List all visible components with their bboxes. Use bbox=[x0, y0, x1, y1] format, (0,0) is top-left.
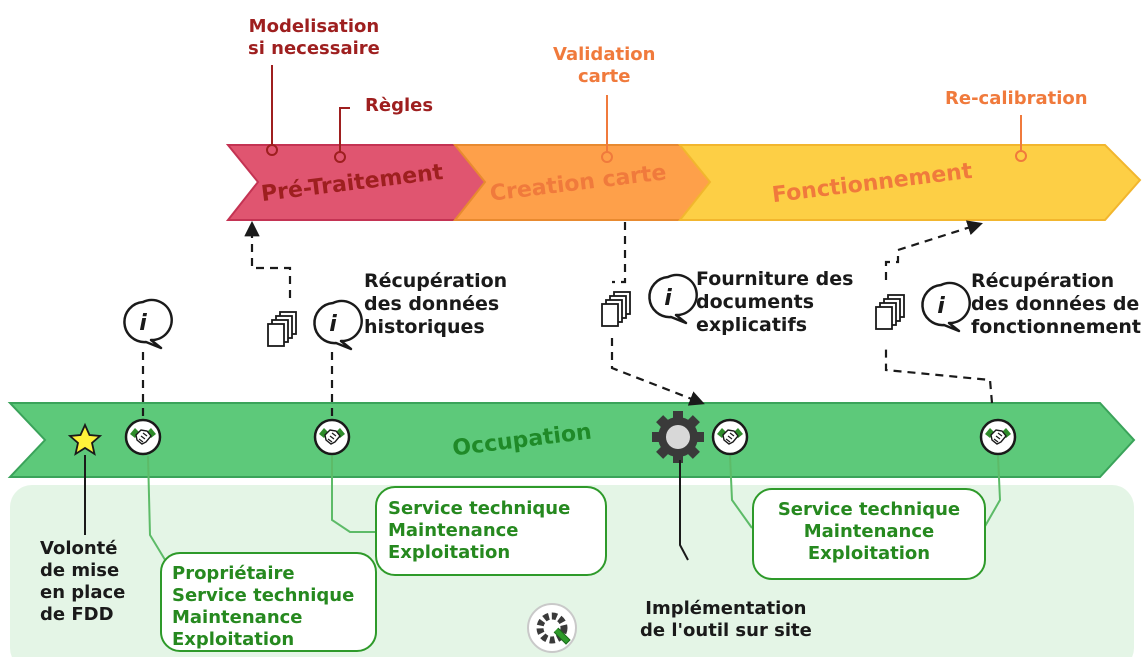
implementation-connector bbox=[679, 460, 689, 561]
tools-icon bbox=[527, 603, 577, 653]
stakeholder-box-1: Propriétaire Service technique Maintenan… bbox=[160, 552, 377, 652]
documents-icon bbox=[875, 294, 905, 330]
volonte-label: Volonté de mise en place de FDD bbox=[40, 538, 126, 625]
implementation-label: Implémentation de l'outil sur site bbox=[640, 598, 812, 641]
info-bubble-icon bbox=[648, 273, 698, 325]
historiques-to-pretraitement-arrow bbox=[244, 220, 292, 298]
regles-connector bbox=[339, 107, 350, 153]
stakeholder-box-2: Service technique Maintenance Exploitati… bbox=[375, 486, 607, 576]
fonctionnement-info-label: Récupération des données de fonctionneme… bbox=[971, 270, 1141, 339]
modelisation-dot bbox=[266, 144, 278, 156]
timeline-to-fonctionnement-connector bbox=[884, 344, 994, 404]
box1-connector bbox=[147, 455, 171, 569]
handshake-icon bbox=[313, 418, 351, 456]
info-bubble-icon bbox=[921, 281, 971, 333]
gear-icon bbox=[652, 411, 704, 463]
phase-fonctionnement bbox=[677, 144, 1142, 221]
recalibration-label: Re-calibration bbox=[945, 88, 1088, 109]
box3-connector-left bbox=[729, 455, 753, 529]
box3-connector-right bbox=[983, 455, 1002, 529]
star-icon bbox=[67, 422, 103, 456]
documents-to-timeline-arrow bbox=[610, 338, 705, 406]
info-bubble-icon bbox=[313, 299, 363, 351]
fonctionnement-to-phase-arrow bbox=[884, 220, 983, 280]
box2-connector bbox=[331, 456, 376, 533]
recalibration-dot bbox=[1015, 150, 1027, 162]
carte-to-documents-connector bbox=[612, 222, 627, 284]
documents-label: Fourniture des documents explicatifs bbox=[696, 268, 854, 337]
handshake-icon bbox=[979, 418, 1017, 456]
modelisation-label: Modelisation si necessaire bbox=[248, 16, 380, 59]
handshake-icon bbox=[711, 418, 749, 456]
regles-dot bbox=[334, 151, 346, 163]
info-bubble-icon bbox=[123, 298, 173, 350]
handshake-icon bbox=[124, 418, 162, 456]
historiques-label: Récupération des données historiques bbox=[364, 270, 508, 339]
validation-label: Validation carte bbox=[553, 44, 656, 87]
documents-icon bbox=[601, 291, 631, 327]
timeline-arrow bbox=[7, 402, 1136, 478]
regles-label: Règles bbox=[365, 95, 434, 116]
stakeholder-box-3: Service technique Maintenance Exploitati… bbox=[752, 488, 986, 580]
validation-dot bbox=[601, 151, 613, 163]
documents-icon bbox=[267, 311, 297, 347]
